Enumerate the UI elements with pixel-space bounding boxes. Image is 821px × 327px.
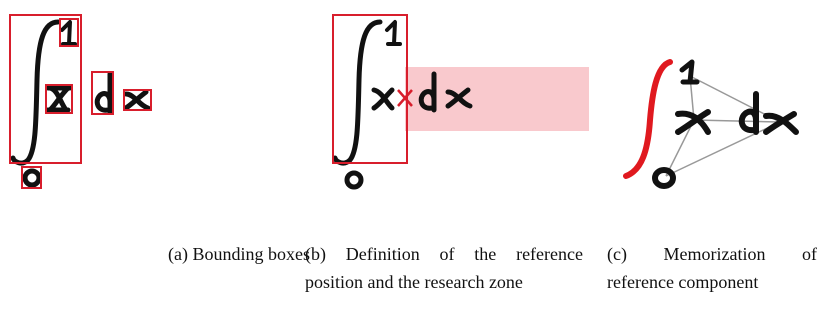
letter-x-stroke xyxy=(371,87,395,111)
panel-b xyxy=(332,14,589,190)
digit-1-stroke xyxy=(385,20,402,46)
letter-d-stroke xyxy=(418,71,437,113)
digit-0-stroke xyxy=(22,168,42,188)
edge-x-to-0 xyxy=(665,119,695,177)
edge-0-to-dx xyxy=(665,121,781,177)
panel-a xyxy=(9,14,152,189)
digit-1-stroke xyxy=(60,20,77,46)
letter-x-stroke xyxy=(45,85,73,113)
integral-bounding-box xyxy=(9,14,82,164)
letter-x2-stroke xyxy=(763,111,799,135)
letter-x2-stroke xyxy=(123,89,151,111)
digit-1-stroke xyxy=(679,59,700,85)
letter-d-stroke xyxy=(738,91,759,135)
highlighted-integral-stroke xyxy=(623,59,673,179)
integral-bounding-box xyxy=(332,14,408,164)
caption-b: (b) Definition of the reference position… xyxy=(305,244,583,292)
digit-1-bounding-box xyxy=(59,18,79,47)
handwritten-expression-c xyxy=(652,59,799,189)
bounding-boxes xyxy=(9,14,152,189)
reference-position-marker xyxy=(397,89,413,107)
integral-stroke xyxy=(10,19,61,166)
digit-0-stroke xyxy=(344,170,364,190)
caption-c: (c) Memorization of reference component xyxy=(607,244,817,292)
digit-0-stroke xyxy=(652,167,676,189)
letter-d-stroke xyxy=(94,71,113,115)
panel-c xyxy=(623,59,799,189)
edge-x-to-dx xyxy=(693,119,781,123)
letter-x2-stroke xyxy=(445,87,473,109)
letter-x2-bounding-box xyxy=(123,89,152,111)
letter-x-stroke xyxy=(675,109,711,135)
caption-a: (a) Bounding boxes xyxy=(168,244,310,264)
integral-stroke xyxy=(332,19,383,166)
digit-0-bounding-box xyxy=(21,166,42,189)
relation-graph-edges xyxy=(665,75,781,177)
letter-d-bounding-box xyxy=(91,71,114,115)
letter-x-bounding-box xyxy=(45,84,73,114)
